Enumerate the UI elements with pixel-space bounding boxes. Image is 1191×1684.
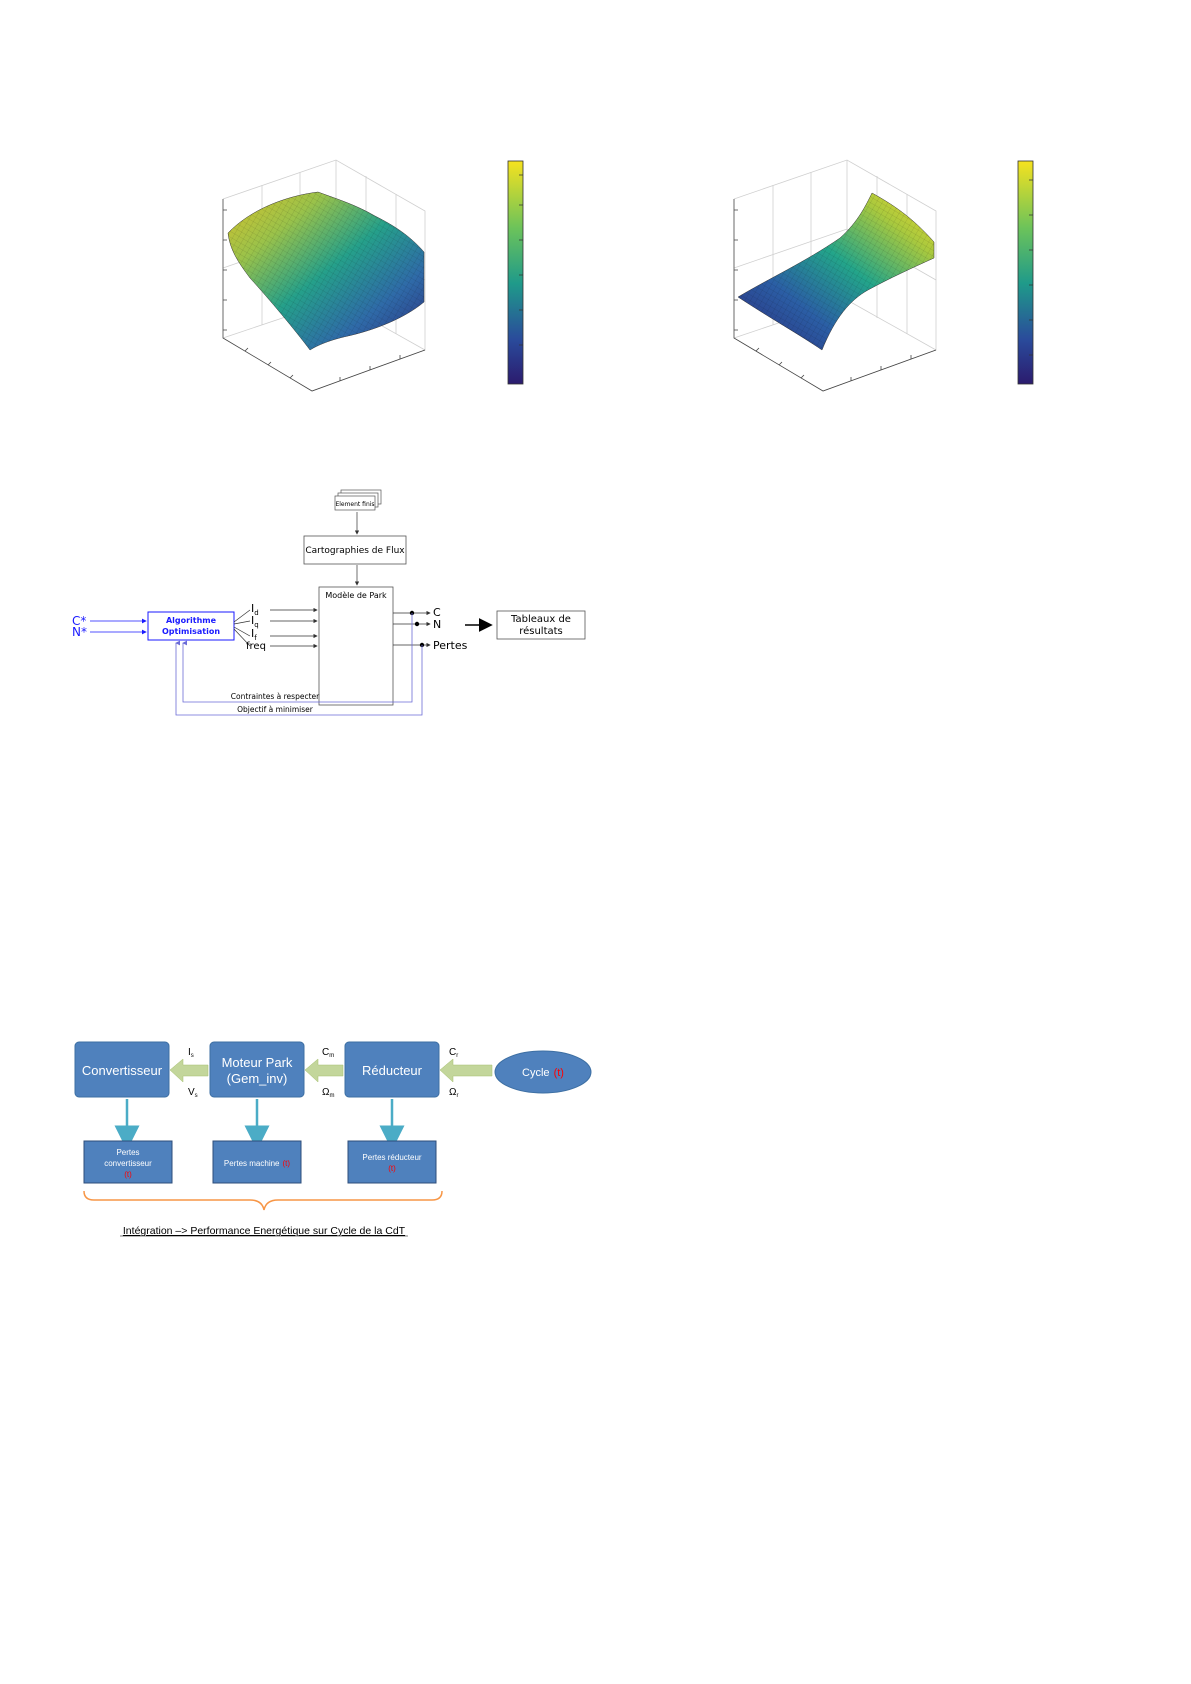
input-c-star: C* xyxy=(72,614,86,628)
pertes-machine-box xyxy=(212,1140,302,1184)
output-pertes: Pertes xyxy=(433,639,468,652)
colorbar-right-ticks xyxy=(1029,179,1033,356)
green-arrow-2 xyxy=(304,1058,344,1083)
cycle-label: Cycle(t) xyxy=(522,1067,564,1079)
signal-vs: Vs xyxy=(188,1087,198,1099)
integration-brace xyxy=(83,1190,443,1211)
surface-left-mesh xyxy=(228,192,424,350)
pertes-convertisseur-box xyxy=(83,1140,173,1184)
integration-label: Intégration –> Performance Energétique s… xyxy=(123,1225,406,1237)
axes-ticks-left xyxy=(222,199,426,392)
modele-park-label: Modèle de Park xyxy=(325,590,387,600)
element-finis-label: Element finis xyxy=(335,501,374,508)
reducteur-block xyxy=(344,1041,440,1098)
algo-label-2: Optimisation xyxy=(162,627,220,636)
output-lines xyxy=(393,610,431,648)
signal-cm: Cm xyxy=(322,1047,334,1059)
optimisation-diagram-svg: Element finis Cartographies de Flux Modè… xyxy=(72,489,586,716)
algo-box xyxy=(147,611,235,641)
tableaux-label-1: Tableaux de xyxy=(510,614,571,625)
pertes-reducteur-label: Pertes réducteur xyxy=(362,1153,421,1162)
surface-right-mesh xyxy=(738,193,934,350)
moteur-block xyxy=(209,1041,305,1098)
pertes-machine-label: Pertes machine(t) xyxy=(224,1159,290,1168)
signal-om: Ωm xyxy=(322,1087,334,1099)
tableaux-label-2: résultats xyxy=(519,625,563,637)
signal-is: Is xyxy=(188,1047,194,1059)
cycle-ellipse xyxy=(494,1050,592,1094)
feedback-contraintes: Contraintes à respecter xyxy=(231,692,320,701)
pertes-conv-1: Pertes xyxy=(116,1148,139,1157)
axes-ticks-right xyxy=(733,199,937,392)
surface-plot-left xyxy=(222,159,524,392)
modele-park-box xyxy=(318,586,394,706)
colorbar-left-ticks xyxy=(519,174,523,346)
feedback-objectif: Objectif à minimiser xyxy=(237,705,314,714)
node-n xyxy=(414,621,420,627)
moteur-label-2: (Gem_inv) xyxy=(227,1071,288,1086)
label-if: If xyxy=(251,627,257,642)
energy-chain-diagram: Convertisseur Moteur Park (Gem_inv) Rédu… xyxy=(70,1035,600,1250)
pertes-reducteur-box xyxy=(347,1140,437,1184)
convertisseur-block xyxy=(74,1041,170,1098)
green-arrow-1 xyxy=(169,1058,209,1083)
reducteur-label: Réducteur xyxy=(362,1063,423,1078)
output-c: C xyxy=(433,606,441,619)
input-n-star: N* xyxy=(72,625,87,639)
moteur-label-1: Moteur Park xyxy=(222,1055,293,1070)
output-n: N xyxy=(433,618,441,631)
green-arrow-3 xyxy=(439,1058,493,1083)
label-freq: freq xyxy=(246,641,266,652)
cartographies-label: Cartographies de Flux xyxy=(305,546,405,556)
signal-or: Ωr xyxy=(449,1087,458,1099)
tableaux-box xyxy=(496,610,586,640)
pertes-conv-t: (t) xyxy=(124,1170,132,1179)
colorbar-left xyxy=(507,160,524,385)
feedback-lines xyxy=(175,613,423,716)
energy-chain-svg: Convertisseur Moteur Park (Gem_inv) Rédu… xyxy=(74,1041,592,1237)
optimisation-diagram: Element finis Cartographies de Flux Modè… xyxy=(70,485,590,725)
cartographies-box xyxy=(303,535,407,565)
signal-cr: Cr xyxy=(449,1047,458,1059)
convertisseur-label: Convertisseur xyxy=(82,1063,163,1078)
surface-plots-figure xyxy=(222,159,1034,392)
colorbar-right xyxy=(1017,160,1034,385)
label-iq: Iq xyxy=(251,614,259,629)
element-finis-stack: Element finis xyxy=(334,489,382,511)
fan-out-lines xyxy=(233,607,318,649)
pertes-conv-2: convertisseur xyxy=(104,1159,152,1168)
label-id: Id xyxy=(251,602,259,617)
pertes-reducteur-t: (t) xyxy=(388,1164,396,1173)
algo-label-1: Algorithme xyxy=(166,616,217,625)
surface-plot-right xyxy=(733,159,1034,392)
